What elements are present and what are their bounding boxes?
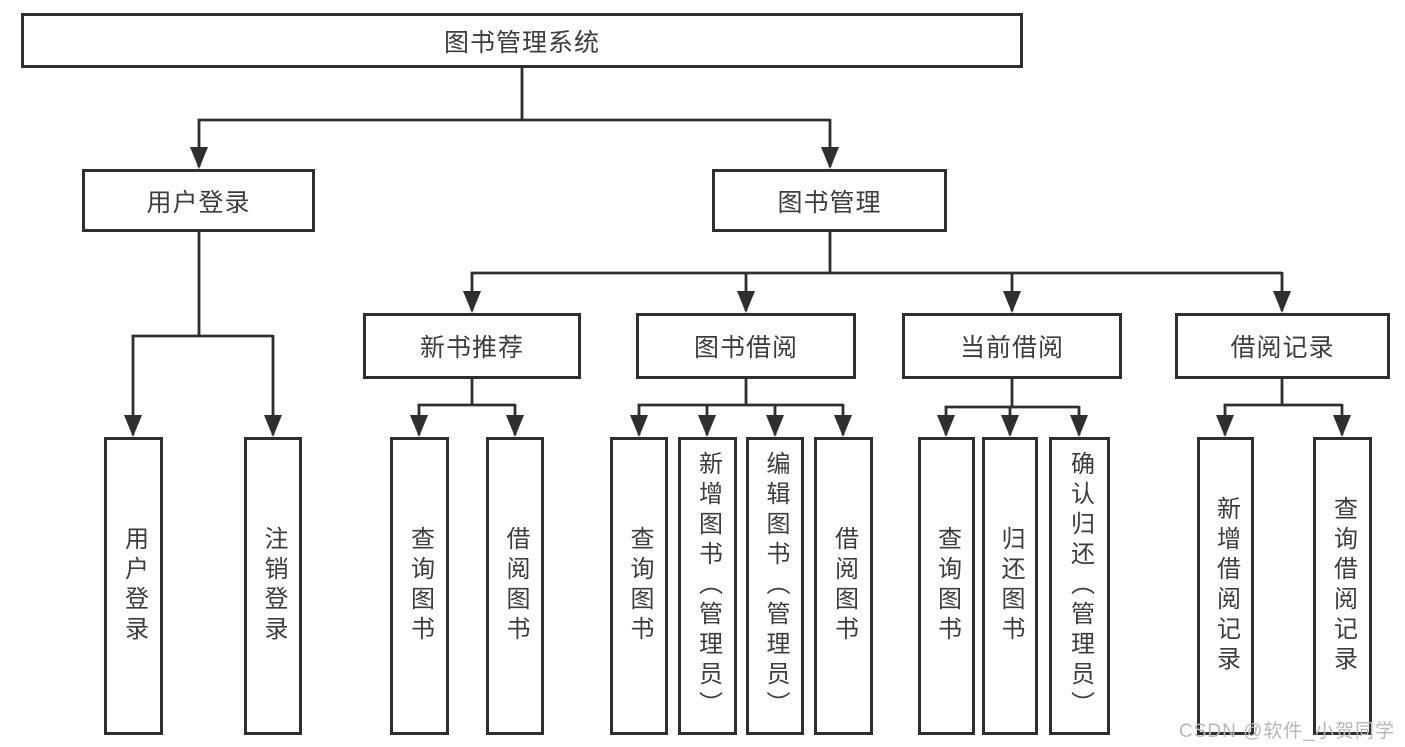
- node-label: 图书借阅: [693, 334, 798, 362]
- leaf-label: 新增图书（管理员）: [694, 451, 722, 721]
- leaf-query-borrow-record: 查询借阅记录: [1313, 437, 1372, 735]
- leaf-label: 用户登录: [120, 526, 148, 646]
- leaf-borrow-books-newbook: 借阅图书: [486, 437, 544, 735]
- node-label: 当前借阅: [959, 334, 1064, 362]
- csdn-watermark: CSDN @软件_小贺同学: [1179, 721, 1395, 742]
- node-current-borrowing: 当前借阅: [902, 313, 1122, 379]
- node-label: 借阅记录: [1230, 334, 1335, 362]
- leaf-label: 借阅图书: [830, 526, 858, 646]
- leaf-label: 查询图书: [933, 526, 961, 646]
- leaf-borrow-books-borrow: 借阅图书: [814, 437, 873, 735]
- node-label: 图书管理系统: [443, 28, 600, 57]
- leaf-label: 新增借阅记录: [1212, 496, 1240, 676]
- leaf-confirm-return-admin: 确认归还（管理员）: [1049, 437, 1110, 735]
- node-new-book-recommendation: 新书推荐: [363, 313, 581, 379]
- node-book-borrowing: 图书借阅: [636, 313, 856, 379]
- node-label: 图书管理: [777, 188, 882, 217]
- leaf-query-books-borrow: 查询图书: [610, 437, 668, 735]
- leaf-return-book: 归还图书: [982, 437, 1038, 735]
- leaf-query-books-newbook: 查询图书: [390, 437, 449, 735]
- leaf-edit-book-admin: 编辑图书（管理员）: [746, 437, 804, 735]
- node-label: 新书推荐: [419, 334, 524, 362]
- leaf-label: 编辑图书（管理员）: [762, 451, 789, 721]
- leaf-user-login: 用户登录: [104, 437, 163, 735]
- leaf-label: 借阅图书: [502, 526, 529, 646]
- node-borrowing-records: 借阅记录: [1175, 313, 1390, 379]
- node-label: 用户登录: [146, 188, 251, 217]
- leaf-add-book-admin: 新增图书（管理员）: [678, 437, 737, 735]
- leaf-label: 注销登录: [260, 526, 287, 646]
- leaf-query-books-current: 查询图书: [918, 437, 975, 735]
- node-user-login: 用户登录: [82, 169, 315, 232]
- leaf-label: 查询借阅记录: [1329, 496, 1357, 676]
- leaf-label: 归还图书: [997, 526, 1024, 646]
- leaf-logout: 注销登录: [244, 437, 302, 735]
- node-library-management-system: 图书管理系统: [21, 13, 1023, 68]
- leaf-add-borrow-record: 新增借阅记录: [1197, 437, 1254, 735]
- node-book-management: 图书管理: [712, 169, 947, 232]
- leaf-label: 确认归还（管理员）: [1066, 451, 1094, 721]
- leaf-label: 查询图书: [406, 526, 434, 646]
- leaf-label: 查询图书: [626, 526, 653, 646]
